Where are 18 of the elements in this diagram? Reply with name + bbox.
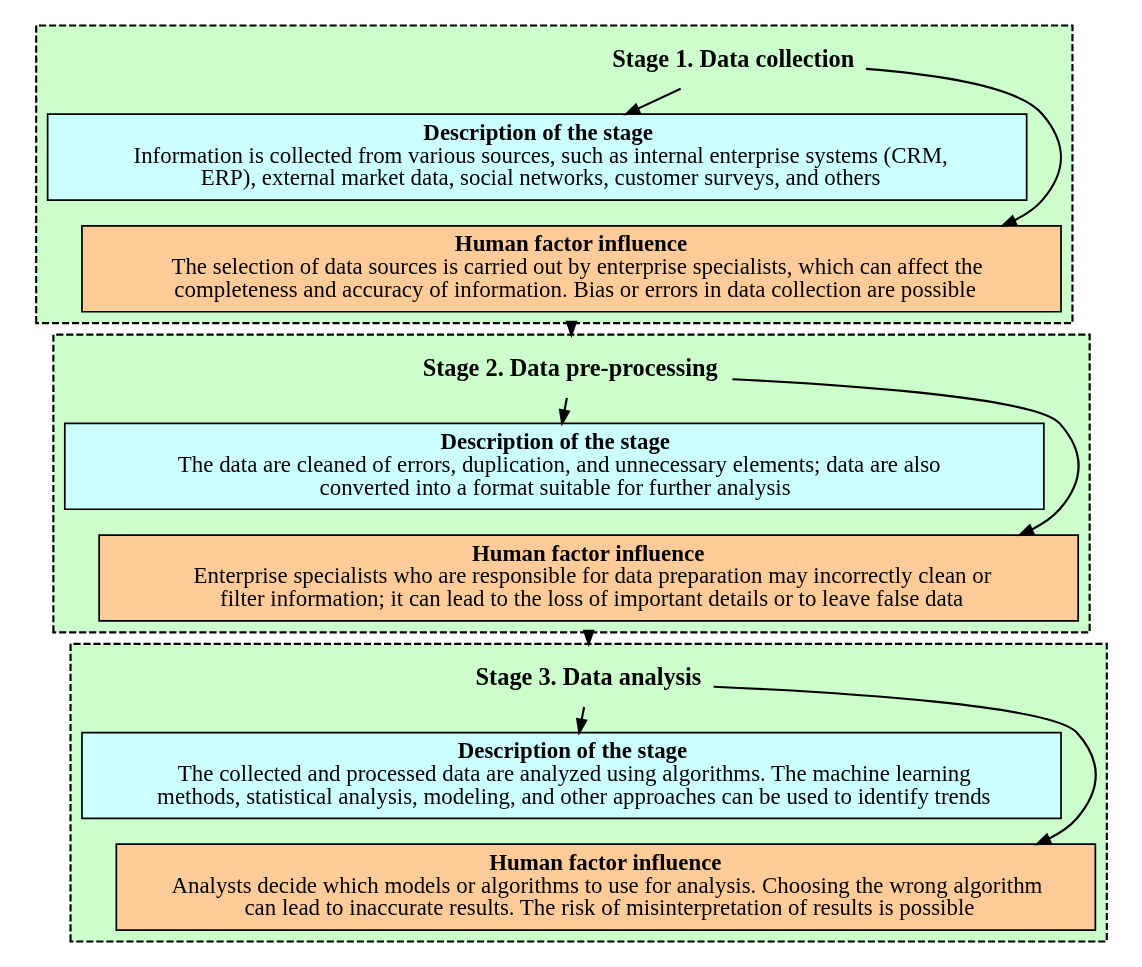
arrow: [731, 378, 1080, 537]
node-text: Stage 1. Data collection: [611, 45, 854, 73]
node-box: Human factor influence Analysts decide which models or algorithms to use for analysis. Choosing the wrong algorithm can lead to inaccurate results. The risk of misinterpretation of results is possible: [114, 843, 1096, 931]
node-box: Human factor influence Enterprise specialists who are responsible for data preparation may incorrectly clean or filter information; it can lead to the loss of important details or to leave false data: [97, 534, 1079, 622]
arrow: [713, 685, 1097, 846]
node-box: Description of the stage The data are cleaned of errors, duplication, and unnecessary elements; data are also converted into a format suitable for further analysis: [63, 422, 1045, 511]
arrow: [575, 706, 588, 736]
node-text: Stage 2. Data pre-processing: [422, 354, 718, 382]
node-box: Description of the stage The collected and processed data are analyzed using algorithms. The machine learning methods, statistical analysis, modeling, and other approaches can be used to identify trends: [80, 731, 1062, 820]
cluster: [34, 24, 1074, 325]
node-text: Stage 3. Data analysis: [475, 663, 701, 691]
arrow: [865, 67, 1062, 228]
node-box: Description of the stage Information is collected from various sources, such as internal enterprise systems (CRM, ERP), external market data, social networks, customer surveys, and others: [46, 113, 1028, 201]
cluster: [68, 642, 1108, 943]
arrow: [558, 397, 571, 427]
cluster: [51, 333, 1091, 634]
arrow: [622, 87, 681, 116]
node-box: Human factor influence The selection of data sources is carried out by enterprise specialists, which can affect the completeness and accuracy of information. Bias or errors in data collection are possible: [80, 225, 1062, 313]
